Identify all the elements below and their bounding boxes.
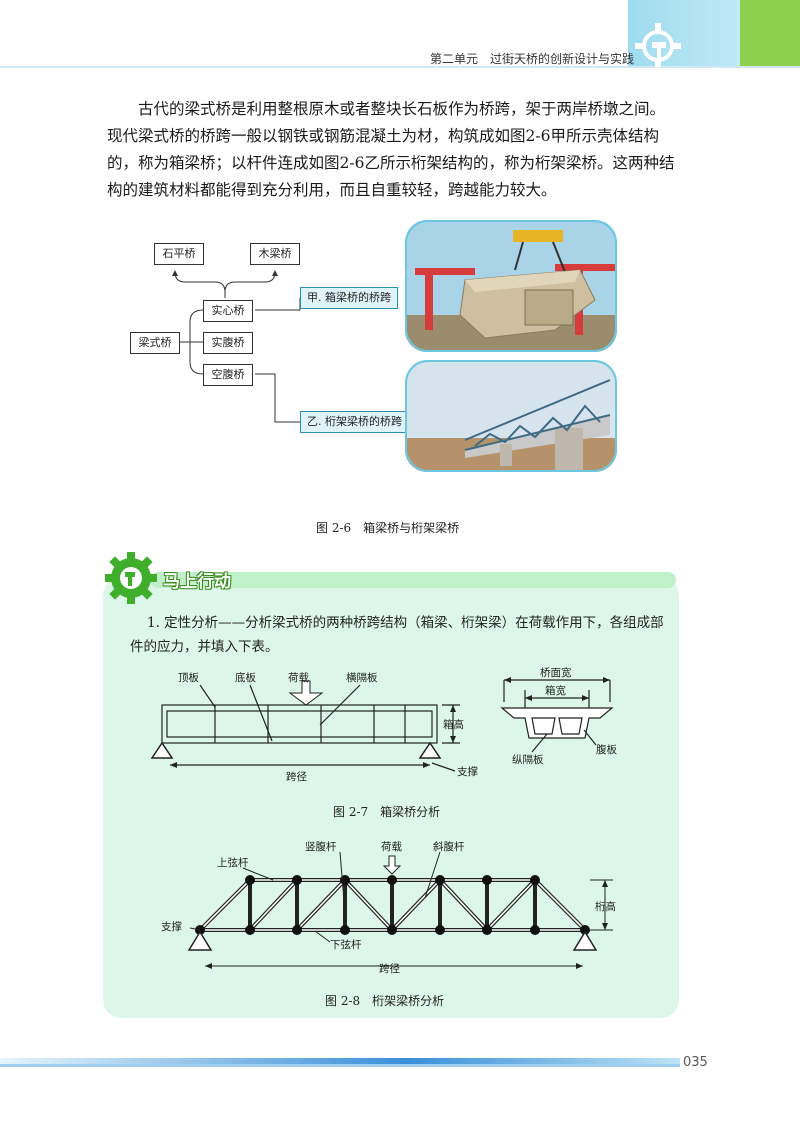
action-title-banner <box>150 572 676 588</box>
label-web: 腹板 <box>596 743 617 756</box>
gear-hand-icon <box>105 552 157 604</box>
box-wood-beam-bridge: 木梁桥 <box>250 243 300 265</box>
task-line-2: 件的应力，并填入下表。 <box>130 639 279 655</box>
paragraph-line-2: 现代梁式桥的桥跨一般以钢铁或钢筋混凝土为材，构筑成如图2-6甲所示壳体结构 <box>107 127 659 145</box>
label-span-27: 跨径 <box>286 770 307 783</box>
label-load-28: 荷载 <box>381 841 402 853</box>
paragraph-line-1: 古代的梁式桥是利用整根原木或者整块长石板作为桥跨，架于两岸桥墩之间。 <box>138 100 666 118</box>
label-upper-chord: 上弦杆 <box>217 856 249 869</box>
label-diagonal-member: 斜腹杆 <box>433 840 465 853</box>
label-box-width: 箱宽 <box>545 684 566 697</box>
page-number: 035 <box>683 1055 708 1070</box>
box-solid-bridge: 实心桥 <box>203 300 253 322</box>
label-top-slab: 顶板 <box>178 671 199 684</box>
box-girder-cross-section: 桥面宽 箱宽 腹板 纵隔板 <box>500 666 617 766</box>
figure-2-7-caption: 图 2-7 箱梁桥分析 <box>333 805 441 819</box>
truss-bridge-photo <box>405 360 617 472</box>
paragraph-line-4: 构的建筑材料都能得到充分利用，而且自重较轻，跨越能力较大。 <box>107 181 557 199</box>
footer-bar <box>0 1058 680 1064</box>
label-support-28: 支撑 <box>161 920 182 933</box>
label-span-28: 跨径 <box>379 962 400 975</box>
label-vertical-member: 竖腹杆 <box>305 840 337 853</box>
label-bottom-slab: 底板 <box>235 671 256 684</box>
label-load-27: 荷载 <box>288 672 309 684</box>
label-deck-width: 桥面宽 <box>540 666 572 679</box>
figure-2-8-caption: 图 2-8 桁架梁桥分析 <box>325 994 445 1008</box>
footer-bar-lower <box>0 1064 680 1067</box>
box-stone-bridge: 石平桥 <box>154 243 204 265</box>
box-girder-longitudinal-diagram: 顶板 底板 荷载 横隔板 箱高 支撑 跨径 <box>150 671 478 783</box>
label-box-height: 箱高 <box>443 718 464 731</box>
box-solid-web-bridge: 实腹桥 <box>203 332 253 354</box>
box-beam-bridge: 梁式桥 <box>130 332 180 354</box>
box-hollow-web-bridge: 空腹桥 <box>203 364 253 386</box>
label-box-girder-span: 甲. 箱梁桥的桥跨 <box>300 287 398 309</box>
label-diaphragm: 横隔板 <box>346 671 378 684</box>
label-truss-span: 乙. 桁架梁桥的桥跨 <box>300 411 409 433</box>
truss-diagram: 上弦杆 竖腹杆 荷载 斜腹杆 桁高 支撑 下弦杆 跨径 <box>161 840 616 975</box>
box-girder-photo <box>405 220 617 352</box>
running-header: 第二单元 过街天桥的创新设计与实践 <box>430 52 635 66</box>
header-divider <box>0 66 800 68</box>
gear-icon <box>635 23 681 67</box>
paragraph-line-3: 的，称为箱梁桥；以杆件连成如图2-6乙所示桁架结构的，称为桁架梁桥。这两种结 <box>107 154 675 172</box>
task-line-1: 1. 定性分析——分析梁式桥的两种桥跨结构（箱梁、桁架梁）在荷载作用下，各组成部 <box>147 615 664 631</box>
header-accent-green <box>740 0 800 66</box>
label-lower-chord: 下弦杆 <box>330 938 362 951</box>
label-support-27: 支撑 <box>457 765 478 778</box>
label-truss-height: 桁高 <box>595 900 616 913</box>
label-long-diaphragm: 纵隔板 <box>512 753 544 766</box>
figure-2-6-caption: 图 2-6 箱梁桥与桁架梁桥 <box>316 521 460 535</box>
action-title: 马上行动 <box>163 572 231 592</box>
